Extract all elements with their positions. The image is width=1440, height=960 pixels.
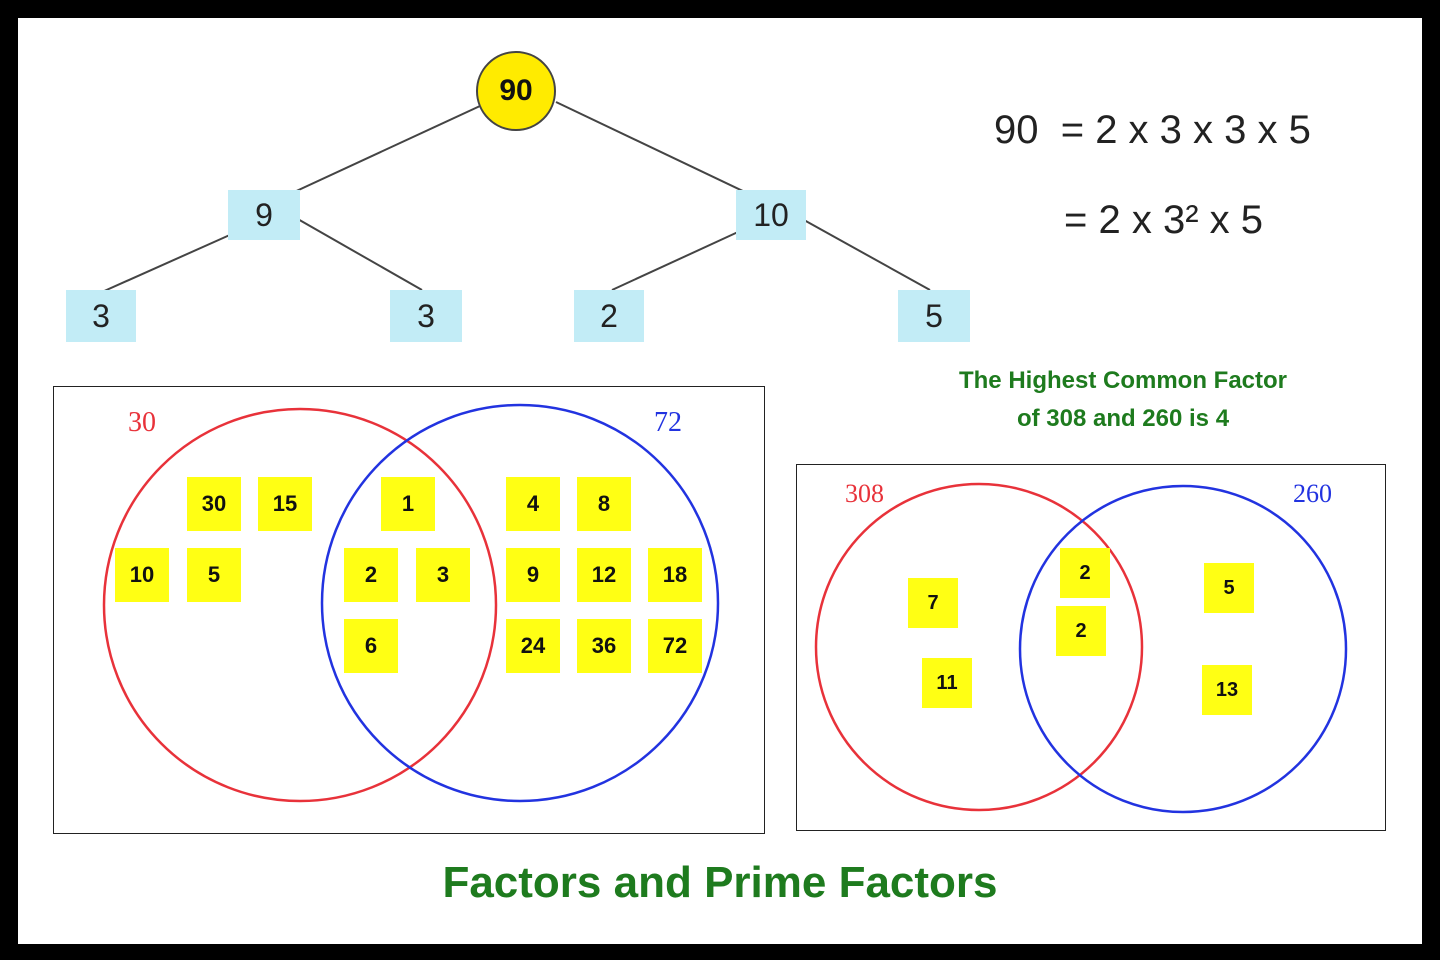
equation-line-1: 90 = 2 x 3 x 3 x 5: [994, 108, 1311, 152]
edge-90-9: [263, 105, 481, 207]
factor-tile: 72: [648, 619, 702, 673]
tree-node: 10: [736, 190, 806, 240]
set-72-circle: [320, 403, 720, 803]
factor-tile: 5: [187, 548, 241, 602]
edge-9-3a: [101, 233, 233, 293]
tree-node: 9: [228, 190, 300, 240]
factor-tree-lines: [101, 101, 931, 293]
prime-tile: 2: [1060, 548, 1110, 598]
prime-tile: 5: [1204, 563, 1254, 613]
factor-tile: 9: [506, 548, 560, 602]
prime-tile: 13: [1202, 665, 1252, 715]
factor-tile: 12: [577, 548, 631, 602]
tree-root-node: 90: [476, 51, 556, 131]
set-30-circle: [102, 407, 498, 803]
set-30-label: 30: [128, 407, 156, 438]
factor-tile: 8: [577, 477, 631, 531]
prime-tile: 11: [922, 658, 972, 708]
factor-tile: 1: [381, 477, 435, 531]
prime-tile: 7: [908, 578, 958, 628]
set-308-label: 308: [845, 479, 884, 508]
factor-tile: 4: [506, 477, 560, 531]
factor-tile: 30: [187, 477, 241, 531]
edge-10-5: [803, 219, 931, 291]
set-260-label: 260: [1293, 479, 1332, 508]
edge-10-2: [611, 231, 739, 291]
edge-9-3b: [295, 217, 423, 291]
tree-leaf: 3: [66, 290, 136, 342]
hcf-line-2: of 308 and 260 is 4: [1016, 405, 1230, 432]
canvas: 90 9 10 3 3 2 5 90 = 2 x 3 x 3 x 5 = 2 x…: [18, 18, 1422, 944]
hcf-statement: The Highest Common Factor of 308 and 260…: [918, 362, 1328, 438]
factor-tile: 15: [258, 477, 312, 531]
venn-30-72-circles: [102, 403, 720, 803]
prime-tile: 2: [1056, 606, 1106, 656]
tree-leaf: 5: [898, 290, 970, 342]
set-72-label: 72: [654, 407, 682, 438]
hcf-line-1: The Highest Common Factor: [958, 367, 1288, 394]
page-title: Factors and Prime Factors: [442, 858, 998, 907]
factor-tile: 36: [577, 619, 631, 673]
venn-308-260: 308 260 7 11 2 2 5 13: [796, 464, 1386, 831]
factor-tile: 24: [506, 619, 560, 673]
venn-30-72: 30 72 30 15 10 5 1 2 3 6 4 8 9 12 18 24 …: [53, 386, 765, 834]
tree-leaf: 3: [390, 290, 462, 342]
edge-90-10: [555, 101, 771, 205]
tree-leaf: 2: [574, 290, 644, 342]
equation-line-2: = 2 x 3² x 5: [1064, 198, 1263, 242]
set-308-circle: [814, 482, 1144, 812]
set-260-circle: [1018, 484, 1348, 814]
factor-tile: 3: [416, 548, 470, 602]
factor-tile: 10: [115, 548, 169, 602]
factor-tile: 6: [344, 619, 398, 673]
factor-tile: 18: [648, 548, 702, 602]
venn-308-260-circles: [814, 482, 1348, 814]
factor-tile: 2: [344, 548, 398, 602]
